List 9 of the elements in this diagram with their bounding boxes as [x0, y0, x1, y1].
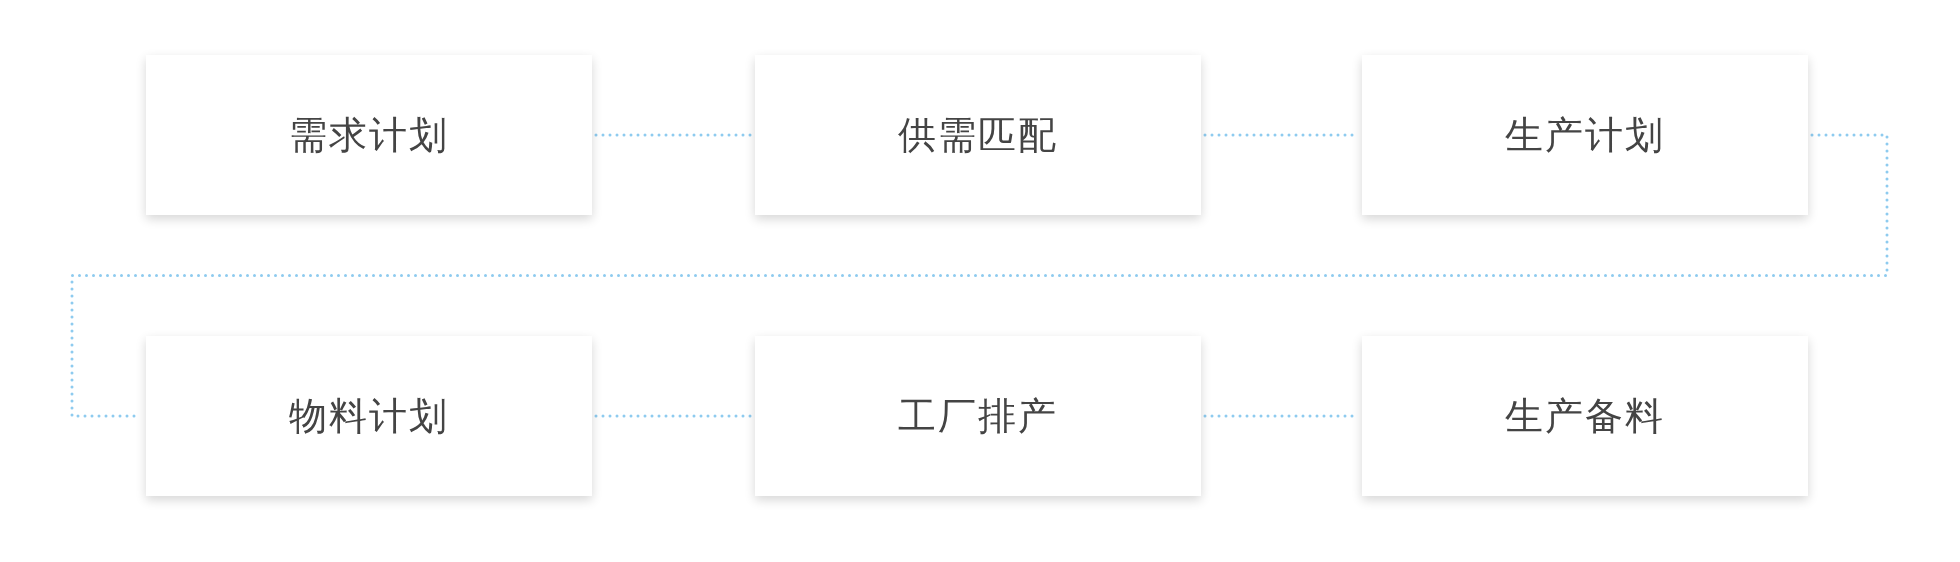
connector-line — [594, 414, 753, 418]
process-box: 物料计划 — [146, 336, 592, 496]
process-box: 需求计划 — [146, 55, 592, 215]
process-box: 工厂排产 — [755, 336, 1201, 496]
process-box: 生产计划 — [1362, 55, 1808, 215]
process-box: 供需匹配 — [755, 55, 1201, 215]
connector-line — [70, 133, 1889, 418]
connector-line — [594, 133, 753, 137]
process-box: 生产备料 — [1362, 336, 1808, 496]
